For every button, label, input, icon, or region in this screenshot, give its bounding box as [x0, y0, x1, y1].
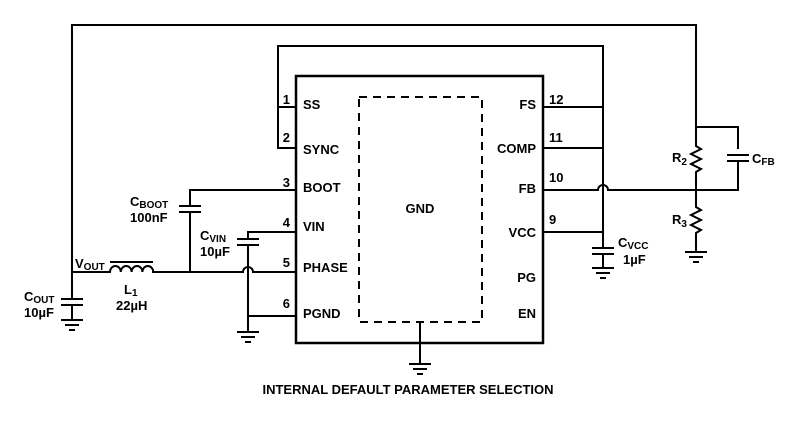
pin-name-phase: PHASE: [303, 260, 348, 275]
pin-number-2: 2: [283, 130, 290, 145]
pin-number-3: 3: [283, 175, 290, 190]
diagram-title: INTERNAL DEFAULT PARAMETER SELECTION: [262, 382, 553, 397]
cvcc-label: CVCC: [618, 235, 649, 252]
pin-name-comp: COMP: [497, 141, 536, 156]
pin-number-4: 4: [283, 215, 291, 230]
vout-label: VOUT: [75, 256, 105, 273]
cout-capacitor-icon: [61, 271, 83, 331]
cvcc-capacitor-icon: [592, 231, 614, 279]
pin-number-1: 1: [283, 92, 290, 107]
r2-top-wire: [695, 126, 739, 149]
cvin-value: 10µF: [200, 244, 230, 259]
cout-value: 10µF: [24, 305, 54, 320]
pin-name-fs: FS: [519, 97, 536, 112]
cfb-capacitor-icon: [727, 154, 749, 191]
pin5-phase-wire: [71, 266, 297, 273]
pin-name-fb: FB: [519, 181, 536, 196]
pin10-fb-wire: [542, 184, 739, 191]
r3-label: R3: [672, 212, 687, 230]
inductor-l1-icon: [108, 265, 155, 274]
pin-name-vcc: VCC: [509, 225, 537, 240]
cboot-capacitor-icon: [179, 189, 201, 273]
pin-name-pg: PG: [517, 270, 536, 285]
pin-name-ss: SS: [303, 97, 321, 112]
gnd-pad-label: GND: [406, 201, 435, 216]
r3-ground-icon: [685, 251, 707, 263]
ss-sync-loop-wire: [277, 45, 604, 108]
pin-number-9: 9: [549, 212, 556, 227]
resistor-r2-icon: [688, 126, 704, 191]
pin-number-5: 5: [283, 255, 290, 270]
ground-icon: [409, 363, 431, 375]
pin-name-pgnd: PGND: [303, 306, 341, 321]
pin-name-sync: SYNC: [303, 142, 340, 157]
pin-number-10: 10: [549, 170, 563, 185]
pin-name-en: EN: [518, 306, 536, 321]
pin-name-boot: BOOT: [303, 180, 341, 195]
pin-number-6: 6: [283, 296, 290, 311]
cvcc-value: 1µF: [623, 252, 646, 267]
pin-name-vin: VIN: [303, 219, 325, 234]
pin-number-11: 11: [549, 130, 563, 145]
cfb-label: CFB: [752, 151, 775, 168]
cboot-label: CBOOT: [130, 194, 168, 211]
cvin-capacitor-icon: [237, 231, 259, 343]
resistor-r3-icon: [688, 189, 704, 253]
l1-value: 22µH: [116, 298, 147, 313]
cboot-value: 100nF: [130, 210, 168, 225]
pin-number-12: 12: [549, 92, 563, 107]
cout-label: COUT: [24, 289, 55, 306]
cvin-label: CVIN: [200, 228, 226, 245]
vout-feedback-wire: [71, 24, 697, 281]
l1-label: L1: [124, 282, 138, 299]
r2-label: R2: [672, 150, 687, 168]
